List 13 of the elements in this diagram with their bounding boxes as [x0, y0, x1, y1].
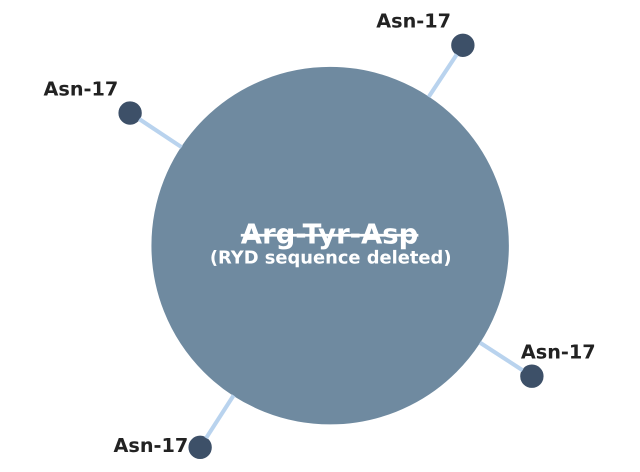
node-circle: Arg-Tyr-Asp (RYD sequence deleted): [151, 66, 509, 424]
connector: [478, 340, 524, 372]
node-label: Asn-17: [44, 77, 118, 100]
node-circle: [188, 436, 212, 460]
node-label: Asn-17: [520, 340, 596, 364]
node-circle: [118, 101, 142, 125]
connector: [204, 394, 236, 440]
node-label: Asn-17: [376, 10, 452, 33]
connector: [138, 117, 183, 149]
node-label: Asn-17: [114, 434, 188, 457]
connector: [426, 53, 458, 98]
node-circle: [520, 364, 544, 388]
node-circle: [451, 34, 475, 57]
